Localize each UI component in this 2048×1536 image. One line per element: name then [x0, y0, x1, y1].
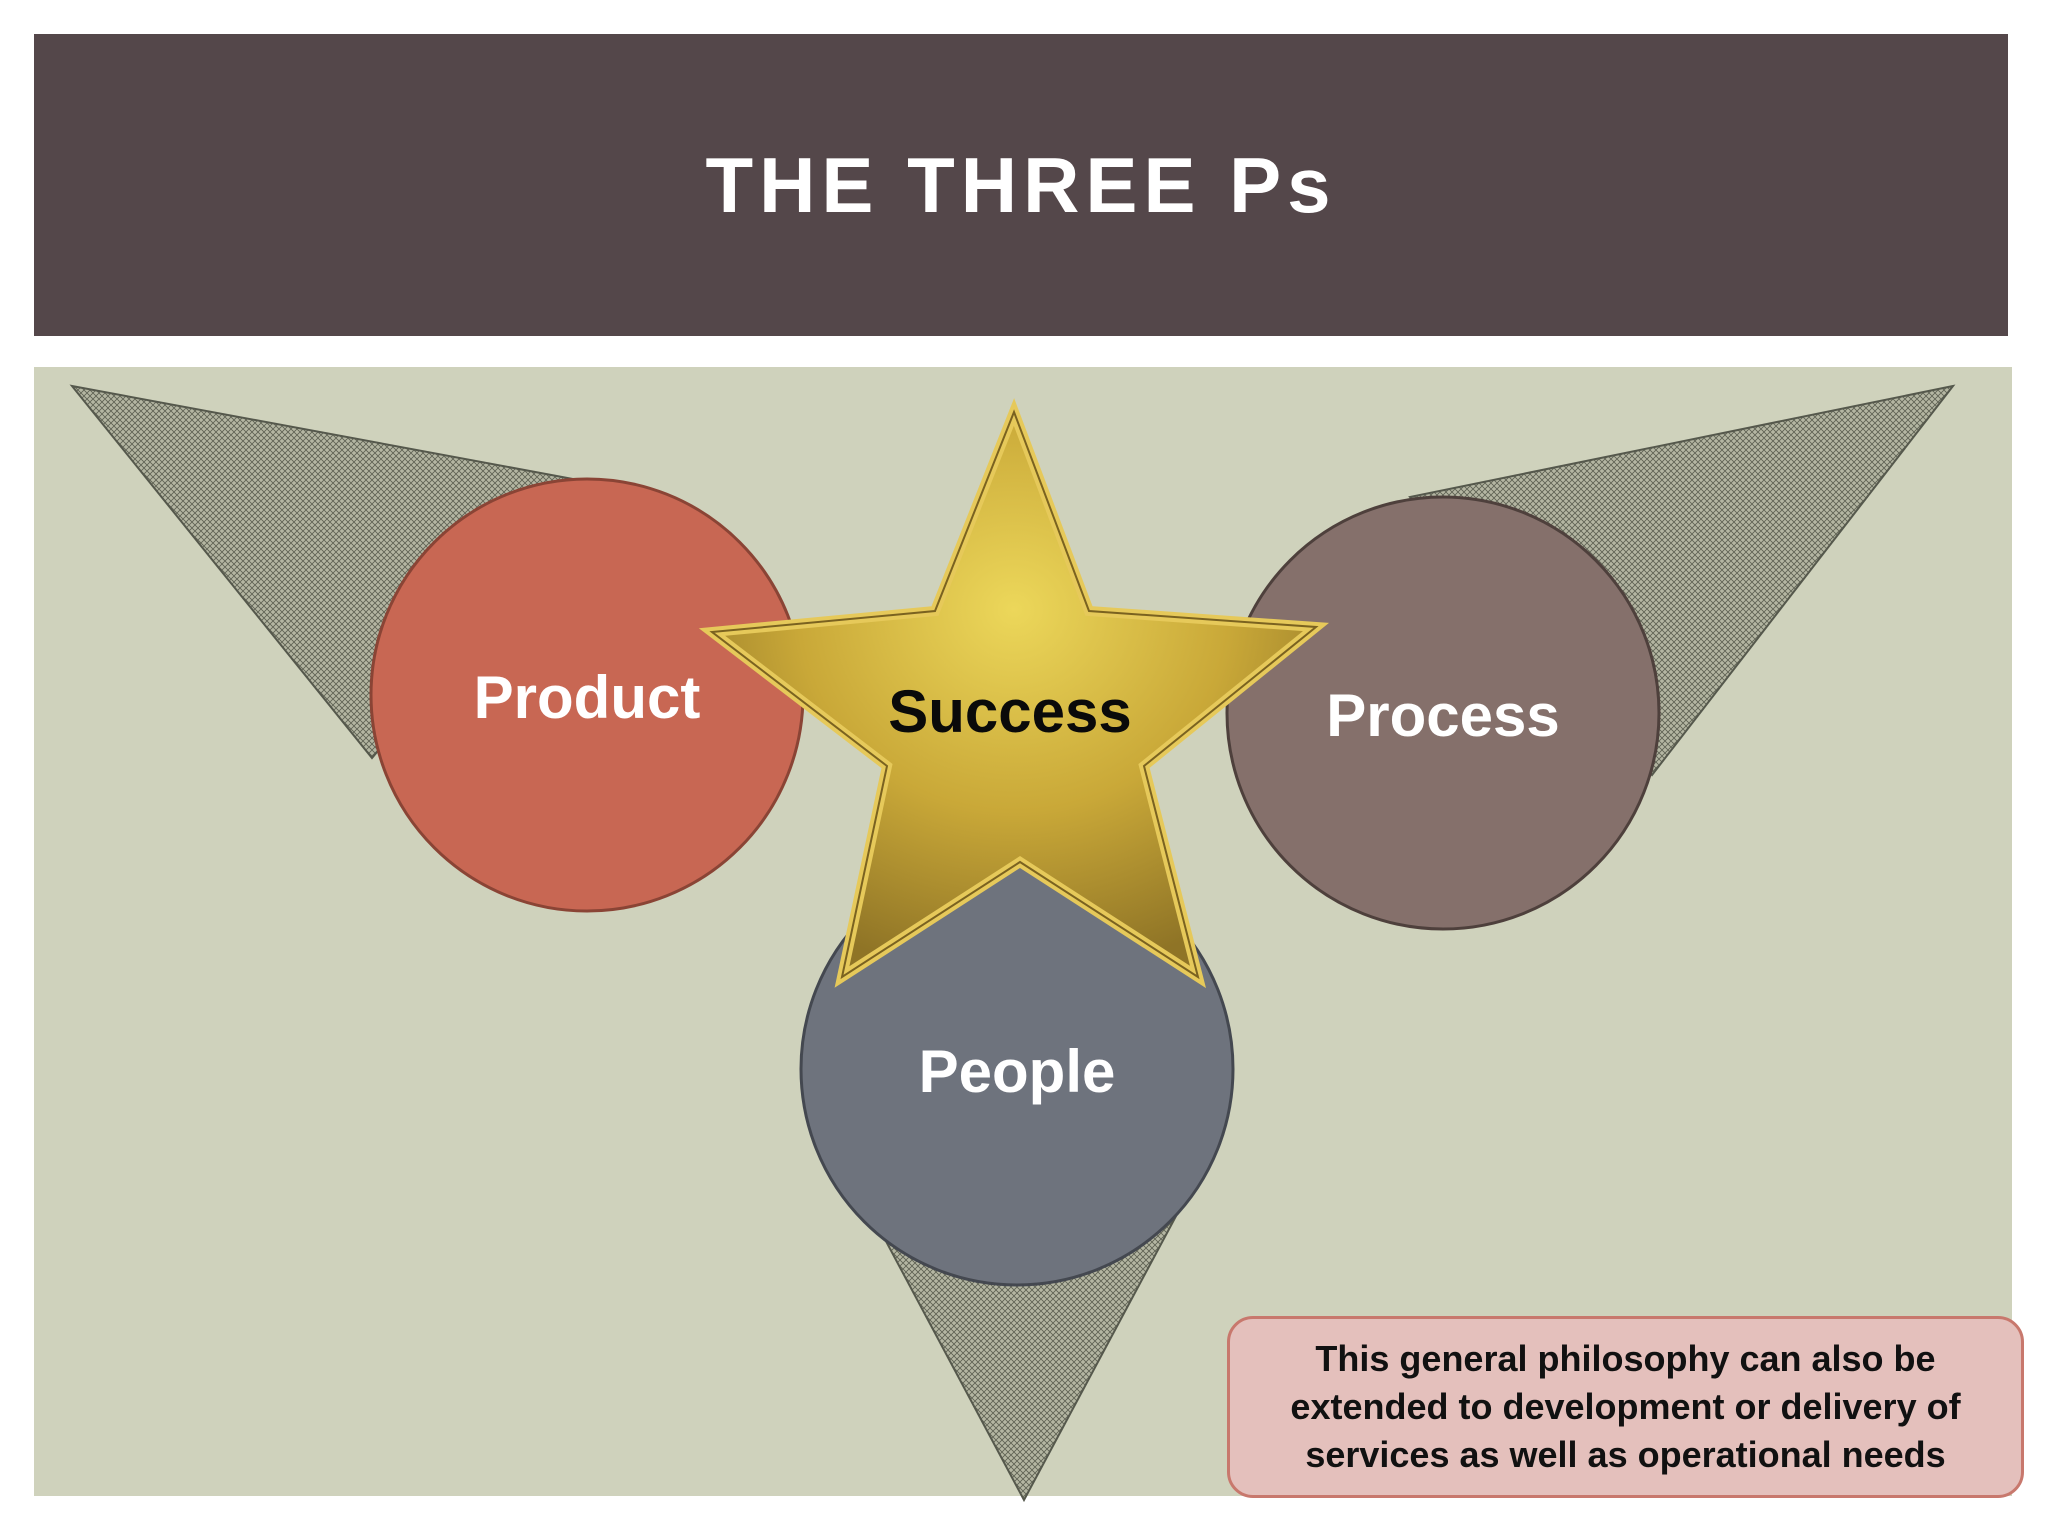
people-label: People [919, 1038, 1116, 1105]
star-outline [709, 409, 1319, 980]
title-bar: THE THREE Ps [34, 34, 2008, 336]
slide-title: THE THREE Ps [705, 140, 1337, 229]
note-text: This general philosophy can also be exte… [1290, 1338, 1961, 1475]
process-circle [1225, 495, 1661, 931]
process-label: Process [1326, 682, 1560, 749]
note-box: This general philosophy can also be exte… [1227, 1316, 2024, 1498]
success-label: Success [888, 678, 1132, 745]
product-label: Product [474, 664, 701, 731]
